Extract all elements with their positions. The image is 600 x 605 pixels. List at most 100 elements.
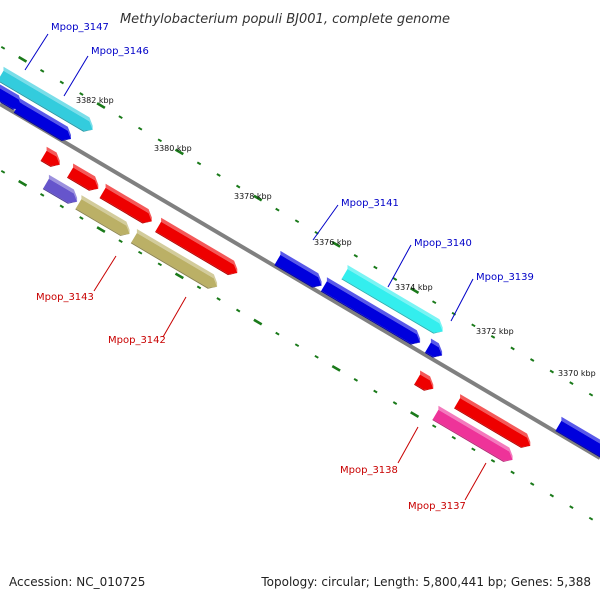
gene-feature-top	[347, 265, 443, 332]
gene-feature-top	[460, 394, 531, 446]
minor-tick	[137, 126, 143, 131]
gene-feature-shadow	[40, 160, 60, 167]
minor-tick	[79, 216, 84, 220]
gene-feature-face	[0, 88, 23, 109]
gene-feature-shadow	[424, 352, 443, 358]
major-tick	[253, 194, 263, 202]
major-tick	[174, 148, 184, 156]
gene-feature-face	[100, 187, 152, 223]
ruler-label: 3370 kbp	[558, 369, 596, 378]
minor-tick	[490, 335, 496, 339]
minor-tick	[549, 493, 555, 498]
gene-feature-face	[43, 178, 78, 203]
minor-tick	[392, 401, 398, 405]
minor-tick	[137, 250, 143, 255]
gene-feature-shadow	[0, 101, 23, 110]
gene-feature-top	[46, 146, 60, 165]
minor-tick	[471, 447, 476, 452]
gene-feature[interactable]	[0, 83, 23, 110]
minor-tick	[471, 323, 476, 328]
gene-label-mpop-3138[interactable]: Mpop_3138	[340, 465, 398, 476]
gene-feature-top	[105, 183, 152, 222]
ruler-label: 3374 kbp	[395, 283, 433, 292]
gene-feature-face	[555, 420, 600, 457]
minor-tick	[373, 265, 378, 270]
gene-label-mpop-3140[interactable]: Mpop_3140	[414, 238, 472, 249]
major-tick	[18, 179, 28, 187]
gene-feature[interactable]	[13, 98, 72, 141]
gene-feature-face	[321, 281, 421, 344]
gene-feature[interactable]	[320, 277, 421, 345]
gene-feature-face	[425, 342, 443, 357]
minor-tick	[314, 354, 319, 359]
ruler-label: 3372 kbp	[476, 327, 514, 336]
gene-label-mpop-3142[interactable]: Mpop_3142	[108, 335, 166, 346]
gene-feature[interactable]	[424, 338, 443, 358]
gene-feature[interactable]	[130, 229, 218, 289]
gene-feature-face	[155, 221, 238, 275]
gene-label-mpop-3143[interactable]: Mpop_3143	[36, 292, 94, 303]
minor-tick	[431, 300, 437, 305]
minor-tick	[196, 161, 202, 166]
gene-feature[interactable]	[0, 66, 93, 132]
topology-text: Topology: circular; Length: 5,800,441 bp…	[260, 575, 591, 589]
gene-feature[interactable]	[341, 265, 443, 334]
gene-feature[interactable]	[555, 416, 600, 463]
gene-label-mpop-3141[interactable]: Mpop_3141	[341, 198, 399, 209]
minor-tick	[353, 254, 359, 258]
gene-feature-top	[3, 66, 93, 130]
gene-feature-top	[161, 217, 238, 273]
genome-backbone	[0, 102, 600, 460]
map-title: Methylobacterium populi BJ001, complete …	[120, 12, 450, 27]
minor-tick	[216, 173, 221, 177]
minor-tick	[490, 459, 496, 463]
gene-feature-shadow	[42, 188, 78, 204]
minor-tick	[451, 435, 457, 440]
gene-label-mpop-3147[interactable]: Mpop_3147	[51, 22, 109, 33]
gene-feature-top	[420, 370, 434, 389]
ruler-label: 3376 kbp	[314, 238, 352, 247]
major-tick	[331, 364, 341, 372]
gene-feature[interactable]	[40, 146, 60, 167]
major-tick	[96, 226, 106, 234]
minor-tick	[549, 369, 555, 374]
minor-tick	[373, 389, 378, 394]
gene-label-mpop-3139[interactable]: Mpop_3139	[476, 272, 534, 283]
gene-feature[interactable]	[67, 163, 99, 191]
minor-tick	[0, 169, 6, 174]
label-leader-line	[464, 462, 487, 501]
gene-feature[interactable]	[414, 370, 434, 391]
gene-feature[interactable]	[432, 405, 513, 462]
minor-tick	[294, 343, 300, 348]
gene-feature-top	[438, 405, 513, 460]
gene-feature[interactable]	[454, 394, 531, 448]
gene-feature[interactable]	[274, 250, 322, 288]
major-tick	[331, 240, 341, 248]
gene-feature-top	[136, 229, 218, 287]
minor-tick	[353, 378, 359, 382]
minor-tick	[431, 424, 437, 429]
gene-feature-face	[0, 70, 93, 131]
minor-tick	[275, 207, 280, 212]
minor-tick	[294, 219, 300, 224]
gene-feature[interactable]	[75, 195, 130, 236]
major-tick	[253, 318, 263, 326]
gene-label-mpop-3137[interactable]: Mpop_3137	[408, 501, 466, 512]
minor-tick	[0, 45, 6, 50]
gene-feature-top	[430, 338, 443, 356]
gene-feature-face	[131, 233, 218, 288]
gene-feature[interactable]	[155, 217, 238, 276]
gene-feature-face	[14, 102, 72, 141]
gene-feature-face	[414, 374, 434, 390]
minor-tick	[588, 392, 594, 397]
gene-feature[interactable]	[42, 174, 78, 204]
gene-label-mpop-3146[interactable]: Mpop_3146	[91, 46, 149, 57]
label-leader-line	[24, 33, 49, 71]
gene-feature-face	[432, 409, 513, 461]
ruler-label: 3382 kbp	[76, 96, 114, 105]
major-tick	[18, 55, 28, 63]
gene-feature[interactable]	[99, 183, 152, 224]
minor-tick	[392, 277, 398, 281]
